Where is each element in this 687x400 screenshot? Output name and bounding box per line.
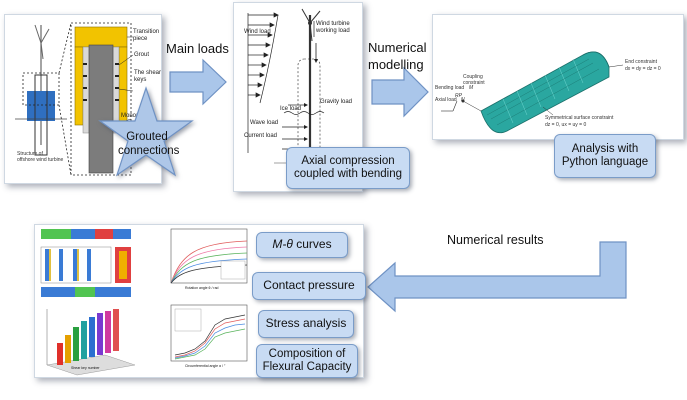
arrow-main-loads — [169, 58, 227, 106]
axial-compression-text: Axial compression coupled with bending — [293, 154, 403, 180]
grouted-connections-label: Grouted connections — [118, 131, 180, 157]
transition-piece-label: Transition piece — [133, 29, 160, 42]
arrow-numerical-modelling — [371, 66, 429, 118]
results-drawing — [40, 228, 248, 376]
result-flexural-capacity: Composition of Flexural Capacity — [256, 344, 358, 378]
symmetrical-constraint-label: Symmetrical surface constraint — [545, 115, 614, 121]
stress-strips — [40, 229, 131, 297]
wind-load-label: Wind load — [244, 29, 271, 35]
axial-load-label: Axial load — [435, 97, 457, 103]
rp-label: RP — [455, 93, 462, 99]
end-constraint-eq: dx = dy = dz = 0 — [625, 66, 661, 72]
m-theta-text: M-θ curves — [272, 237, 332, 252]
python-analysis-text: Analysis with Python language — [561, 142, 649, 168]
numerical-model-panel: Bending load M Axial load N Coupling con… — [432, 14, 684, 140]
results-panel: Rotation angle θ / rad Circumferential a… — [34, 224, 364, 378]
result-stress-analysis: Stress analysis — [258, 310, 354, 338]
bending-symbol: M — [469, 85, 474, 91]
ice-load-label: Ice load — [280, 106, 302, 112]
br-xlabel: Circumferential angle α / ° — [185, 364, 226, 368]
main-loads-label: Main loads — [166, 41, 229, 56]
bl-xlabel: Shear key number — [71, 366, 100, 370]
numerical-model-drawing — [441, 51, 624, 134]
flexural-capacity-text: Composition of Flexural Capacity — [262, 347, 352, 373]
shear-keys-label: The shear keys — [134, 70, 162, 83]
numerical-results-label: Numerical results — [447, 233, 544, 247]
axial-symbol: N — [461, 97, 465, 103]
stress-analysis-text: Stress analysis — [265, 316, 347, 331]
m-theta-chart — [170, 228, 248, 284]
contact-pressure-chart — [170, 304, 248, 362]
current-load-label: Current load — [244, 133, 278, 139]
bending-load-label: Bending load — [435, 85, 465, 91]
capacity-bar-chart — [46, 309, 136, 376]
gravity-load-label: Gravity load — [320, 99, 353, 105]
loads-drawing — [247, 8, 344, 164]
monopile-label: Monopile — [121, 113, 146, 119]
coupling-constraint-label: Coupling constraint — [463, 74, 485, 86]
structure-label: Structure of offshore wind turbine — [17, 151, 64, 163]
result-contact-pressure: Contact pressure — [252, 272, 366, 300]
wind-turbine-load-label: Wind turbine working load — [316, 21, 350, 34]
result-m-theta-curves: M-θ curves — [256, 232, 348, 258]
tr-xlabel: Rotation angle θ / rad — [185, 286, 219, 290]
contact-pressure-text: Contact pressure — [263, 278, 355, 293]
symmetrical-constraint-eq: dz = 0, ux = uy = 0 — [545, 122, 587, 128]
numerical-modelling-label: Numerical modelling — [368, 40, 427, 72]
wave-load-label: Wave load — [250, 120, 279, 126]
end-constraint-label: End constraint — [625, 59, 657, 65]
grout-label: Grout — [134, 52, 150, 58]
grouted-connection-drawing — [15, 22, 134, 176]
python-analysis-callout: Analysis with Python language — [554, 134, 656, 178]
axial-compression-callout: Axial compression coupled with bending — [286, 147, 410, 189]
arrow-numerical-results — [367, 241, 627, 313]
